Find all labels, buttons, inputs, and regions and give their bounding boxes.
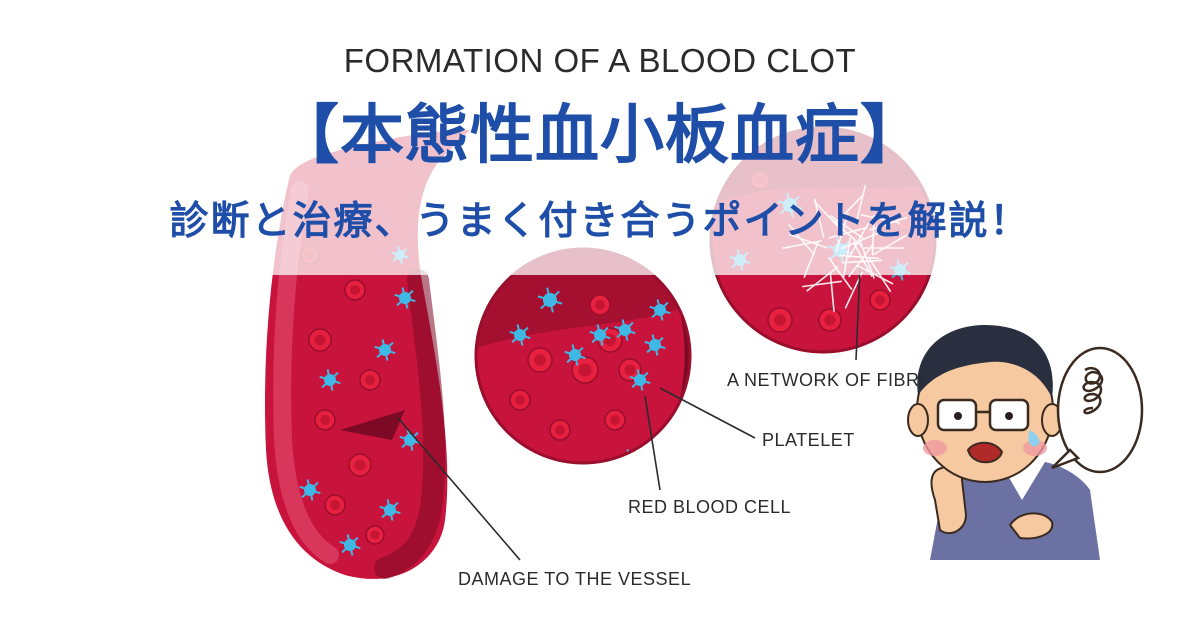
- red-blood-cell-center: [330, 500, 340, 510]
- damage-leader-line: [397, 417, 521, 561]
- title-band: [0, 90, 1200, 275]
- platelet-aggregation-inset: [474, 247, 692, 465]
- red-blood-cell-center: [824, 314, 836, 326]
- platelet: [319, 369, 341, 391]
- worried-man-illustration: [907, 325, 1100, 560]
- vessel-damage-tear: [340, 410, 405, 440]
- platelet: [614, 319, 636, 341]
- red-blood-cell-center: [365, 375, 375, 385]
- red-blood-cell-center: [774, 314, 786, 326]
- platelet: [649, 299, 671, 321]
- platelet: [379, 499, 401, 521]
- platelet: [644, 334, 666, 356]
- platelet: [629, 369, 651, 391]
- red-blood-cell-center: [624, 364, 636, 376]
- fibrin-strand: [829, 271, 835, 312]
- platelet: [374, 339, 396, 361]
- damage-label: DAMAGE TO THE VESSEL: [458, 569, 692, 589]
- red-blood-cell-center: [314, 334, 326, 346]
- platelet: [394, 287, 416, 309]
- red-blood-cell-center: [578, 363, 592, 377]
- red-blood-cell-center: [354, 459, 366, 471]
- red-blood-cell-center: [350, 285, 360, 295]
- red-blood-cell-center: [320, 415, 330, 425]
- red-blood-cell-center: [370, 530, 380, 540]
- vessel-shadow: [374, 269, 446, 579]
- red-blood-cell-center: [555, 425, 565, 435]
- platelet-label: PLATELET: [762, 430, 855, 450]
- red-cell-leader-line: [644, 395, 661, 491]
- platelet: [564, 344, 586, 366]
- overlay-subtitle: 診断と治療、うまく付き合うポイントを解説！: [169, 199, 1031, 244]
- diagram-title: FORMATION OF A BLOOD CLOT: [343, 42, 857, 79]
- red-blood-cell-center: [610, 415, 620, 425]
- scribble-speech-bubble: [1051, 346, 1144, 474]
- fibrin-leader-line: [855, 267, 861, 361]
- overlay-title: 【本態性血小板血症】: [275, 99, 925, 173]
- platelet: [339, 534, 361, 556]
- platelet: [399, 429, 421, 451]
- red-blood-cell-center: [875, 295, 885, 305]
- platelet-leader-line: [659, 387, 756, 439]
- leader-lines: [397, 267, 861, 561]
- red-blood-cell-center: [534, 354, 546, 366]
- platelet: [537, 287, 563, 313]
- platelet: [589, 324, 611, 346]
- red-blood-cell-label: RED BLOOD CELL: [628, 497, 792, 517]
- fibrin-strand: [802, 280, 842, 288]
- platelet: [509, 324, 531, 346]
- red-blood-cell-center: [595, 300, 605, 310]
- fibrin-label: A NETWORK OF FIBRI: [727, 370, 926, 390]
- red-blood-cell-center: [515, 395, 525, 405]
- platelet: [299, 479, 321, 501]
